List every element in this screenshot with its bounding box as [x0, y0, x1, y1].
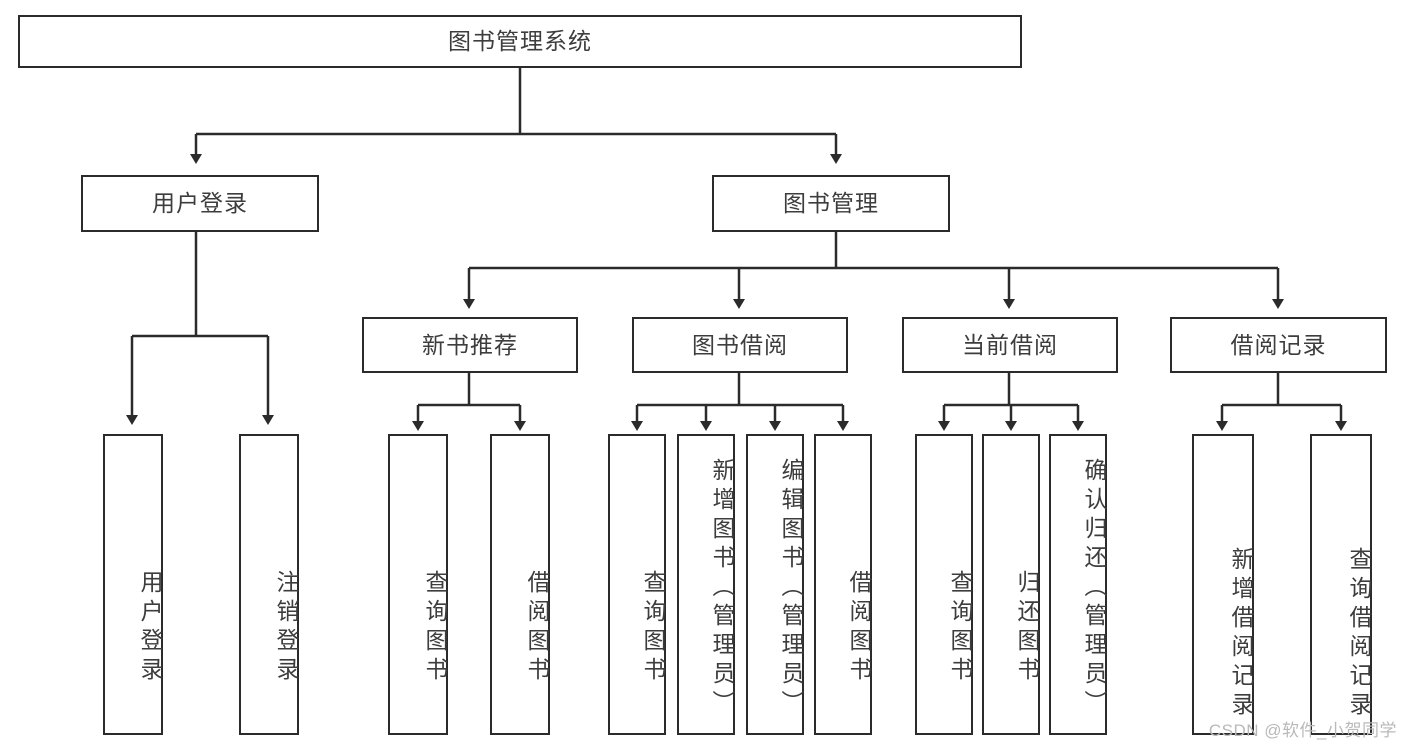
node-leaf-borrow-book-1[interactable]: 借阅图书 [490, 434, 550, 735]
node-leaf-edit-book-label: 编辑图书（管理员） [778, 458, 804, 719]
node-leaf-logout-label: 注销登录 [273, 569, 299, 686]
node-leaf-return-book-label: 归还图书 [1014, 569, 1040, 686]
node-leaf-user-login[interactable]: 用户登录 [103, 434, 163, 735]
node-leaf-user-login-label: 用户登录 [137, 569, 163, 686]
node-leaf-query-book-2-label: 查询图书 [640, 569, 666, 686]
node-new-book-rec[interactable]: 新书推荐 [362, 317, 578, 373]
node-leaf-query-record-label: 查询借阅记录 [1346, 546, 1372, 721]
node-leaf-add-book-label: 新增图书（管理员） [709, 458, 735, 719]
node-leaf-query-book-1-label: 查询图书 [422, 569, 448, 686]
node-leaf-confirm-return[interactable]: 确认归还（管理员） [1049, 434, 1107, 735]
node-book-manage[interactable]: 图书管理 [712, 175, 950, 232]
node-leaf-add-record[interactable]: 新增借阅记录 [1192, 434, 1254, 735]
node-leaf-borrow-book-2[interactable]: 借阅图书 [814, 434, 872, 735]
node-borrow-record[interactable]: 借阅记录 [1170, 317, 1387, 373]
node-leaf-query-record[interactable]: 查询借阅记录 [1310, 434, 1372, 735]
node-leaf-add-book[interactable]: 新增图书（管理员） [677, 434, 735, 735]
node-leaf-borrow-book-1-label: 借阅图书 [524, 569, 550, 686]
node-new-book-rec-label: 新书推荐 [422, 331, 518, 358]
node-borrow-record-label: 借阅记录 [1230, 331, 1327, 358]
node-leaf-query-book-1[interactable]: 查询图书 [388, 434, 448, 735]
node-leaf-confirm-return-label: 确认归还（管理员） [1081, 458, 1107, 719]
node-root-label: 图书管理系统 [448, 28, 592, 54]
node-book-borrow-label: 图书借阅 [692, 331, 788, 358]
node-book-borrow[interactable]: 图书借阅 [632, 317, 848, 373]
node-root[interactable]: 图书管理系统 [18, 15, 1022, 68]
node-current-borrow[interactable]: 当前借阅 [902, 317, 1118, 373]
node-book-manage-label: 图书管理 [783, 190, 879, 216]
node-user-login-label: 用户登录 [152, 190, 248, 216]
node-leaf-query-book-3-label: 查询图书 [947, 569, 973, 686]
node-leaf-query-book-2[interactable]: 查询图书 [608, 434, 666, 735]
node-leaf-query-book-3[interactable]: 查询图书 [915, 434, 973, 735]
node-leaf-return-book[interactable]: 归还图书 [982, 434, 1040, 735]
node-leaf-add-record-label: 新增借阅记录 [1228, 546, 1254, 721]
node-leaf-edit-book[interactable]: 编辑图书（管理员） [746, 434, 804, 735]
node-current-borrow-label: 当前借阅 [962, 331, 1058, 358]
node-leaf-logout[interactable]: 注销登录 [239, 434, 299, 735]
node-user-login[interactable]: 用户登录 [81, 175, 319, 232]
node-leaf-borrow-book-2-label: 借阅图书 [846, 569, 872, 686]
